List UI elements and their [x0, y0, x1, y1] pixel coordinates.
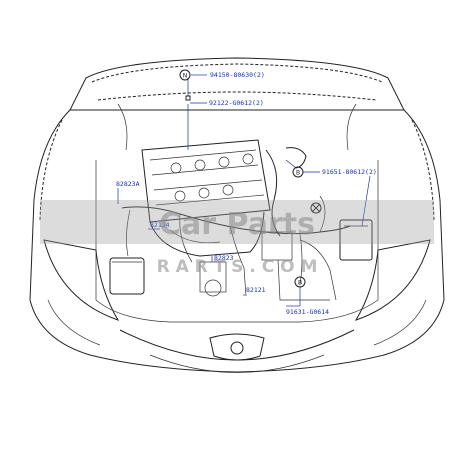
callout-91651-80612: 91651-80612(2) [322, 168, 377, 176]
body-outline [29, 109, 445, 373]
wire-harness [121, 147, 351, 297]
callout-82823: 82823 [214, 254, 234, 262]
callout-91631-g0614: 91631-G0614 [286, 308, 329, 316]
watermark-brand: Car Parts [159, 207, 315, 242]
symbol-circle-n: N [179, 69, 191, 81]
callout-94150-80630: 94150-80630(2) [210, 71, 265, 79]
watermark-subtitle: R A R T S . C O M [157, 257, 318, 277]
symbol-circle-b-lower: B [294, 276, 306, 288]
callout-82124: 82124 [150, 221, 170, 229]
symbol-circle-b-upper: B [292, 166, 304, 178]
hood-outline [69, 57, 405, 151]
callout-92122-g0612: 92122-G0612(2) [209, 99, 264, 107]
watermark: Car Parts R A R T S . C O M [40, 200, 434, 277]
symbol-n-text: N [183, 73, 188, 80]
callout-82823a: 82823A [116, 180, 140, 188]
engine-bay [95, 139, 379, 323]
symbol-b-lower-text: B [298, 280, 302, 287]
callout-leaders [117, 74, 371, 307]
symbol-b-upper-text: B [296, 170, 300, 177]
callout-82121: 82121 [246, 286, 266, 294]
